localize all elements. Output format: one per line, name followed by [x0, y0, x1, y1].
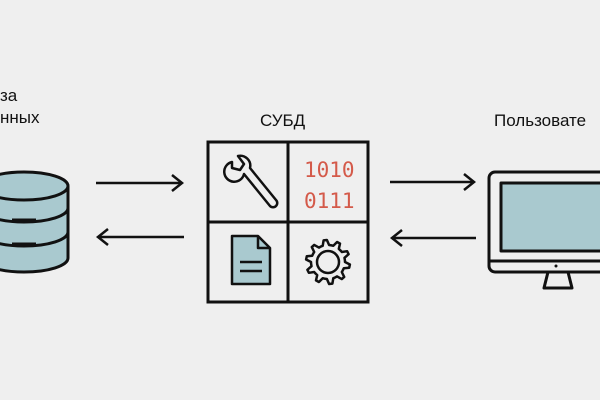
- user-label: Пользовате: [494, 111, 587, 130]
- arrow-db-to-dbms: [96, 174, 185, 192]
- gear-icon: [304, 238, 352, 286]
- binary-line-1: 1010: [304, 158, 355, 182]
- dbms-label: СУБД: [260, 111, 306, 130]
- arrow-dbms-to-user: [390, 173, 477, 191]
- database-label-line2: нных: [0, 108, 40, 127]
- wrench-icon: [223, 154, 279, 209]
- binary-code-icon: 1010 0111: [304, 158, 355, 213]
- database-label-line1: за: [0, 86, 18, 105]
- document-icon: [230, 234, 272, 286]
- arrow-user-to-dbms: [389, 229, 476, 247]
- monitor-icon: [487, 170, 600, 290]
- database-cylinder-icon: [0, 170, 70, 274]
- arrow-dbms-to-db: [95, 228, 184, 246]
- dbms-grid: [206, 140, 370, 304]
- binary-line-2: 0111: [304, 189, 355, 213]
